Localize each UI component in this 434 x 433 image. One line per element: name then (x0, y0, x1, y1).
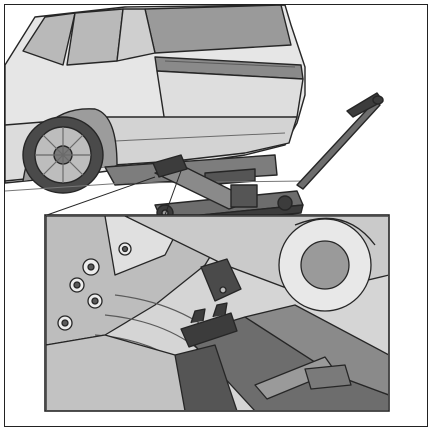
illustration-frame (4, 4, 428, 427)
jack-illustration-svg (5, 5, 429, 428)
inset-detail-view (45, 215, 389, 411)
